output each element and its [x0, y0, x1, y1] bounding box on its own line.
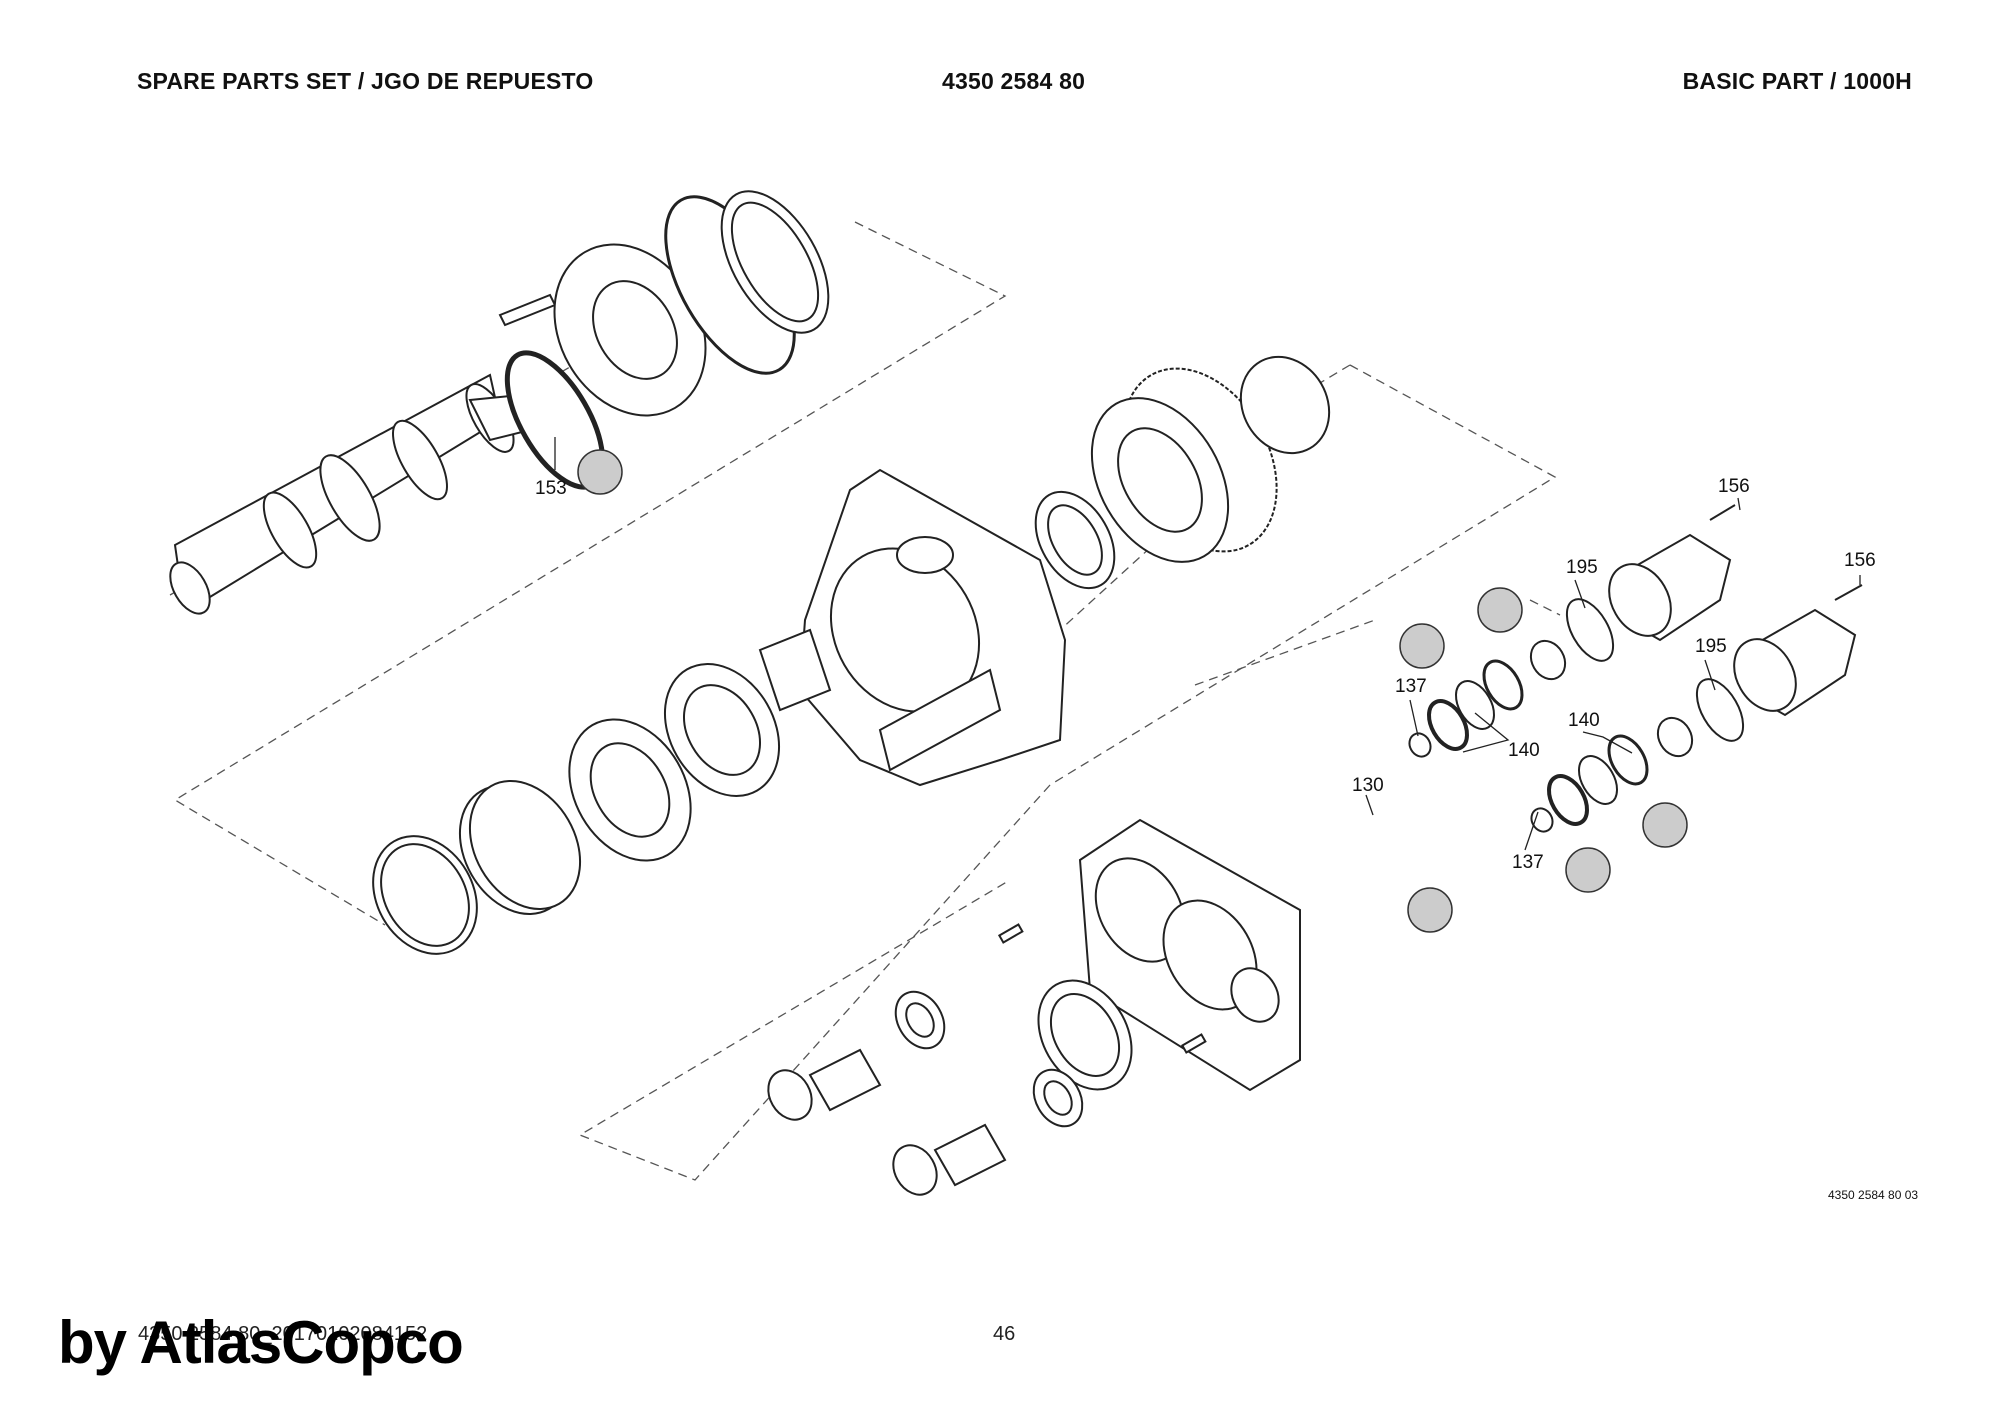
bearing-set-left [372, 663, 781, 955]
callout-130: 130 [1352, 775, 1384, 796]
gear-housing [758, 468, 1067, 787]
drawing-reference: 4350 2584 80 03 [1828, 1188, 1919, 1202]
callout-137-upper: 137 [1395, 676, 1427, 697]
hydraulic-motors [1608, 504, 1863, 717]
sealant-symbols [577, 449, 1688, 933]
callout-156-upper: 156 [1718, 476, 1750, 497]
callout-195-lower: 195 [1695, 636, 1727, 657]
header-category: BASIC PART / 1000H [1682, 68, 1912, 94]
page-number: 46 [993, 1323, 1016, 1345]
callout-153: 153 [535, 478, 567, 499]
spur-gear [1034, 355, 1331, 590]
callout-140-upper: 140 [1508, 740, 1540, 761]
pinion-shafts [767, 990, 1084, 1196]
callout-leaders [554, 437, 1861, 851]
header-part-number: 4350 2584 80 [942, 68, 1086, 94]
top-flange-group [498, 190, 830, 490]
callout-195-upper: 195 [1566, 557, 1598, 578]
seal-ring-sets [1408, 598, 1745, 833]
header-title: SPARE PARTS SET / JGO DE REPUESTO [137, 68, 594, 94]
watermark: by AtlasCopco [58, 1309, 464, 1376]
callout-140-lower: 140 [1568, 710, 1600, 731]
callout-156-lower: 156 [1844, 550, 1876, 571]
footer-document-id: 4350 2584 80_20170102084152 [138, 1323, 428, 1345]
callout-137-lower: 137 [1512, 852, 1544, 873]
main-shaft [169, 373, 532, 615]
cover-plate [997, 818, 1301, 1092]
